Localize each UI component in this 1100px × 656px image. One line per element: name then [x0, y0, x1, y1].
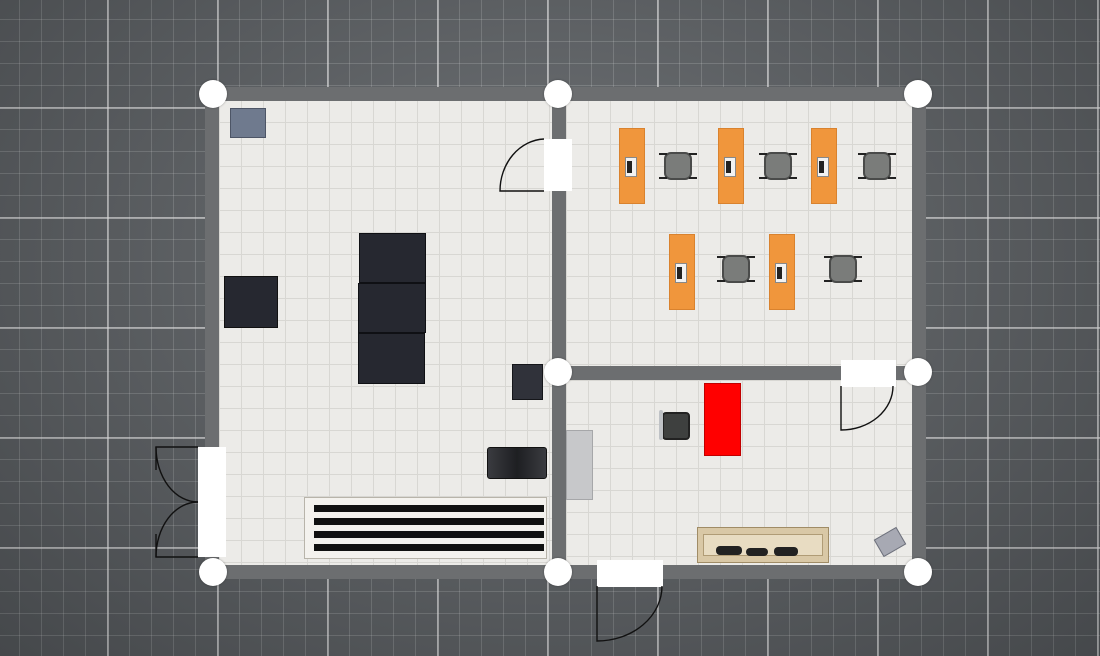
- door-swing-arc-icon: [155, 501, 199, 558]
- wall-corner-node-icon[interactable]: [904, 358, 932, 386]
- manager-desk[interactable]: [704, 383, 741, 456]
- desk-computer-icon[interactable]: [718, 128, 744, 204]
- grey-partition-panel[interactable]: [566, 430, 593, 500]
- wall-corner-node-icon[interactable]: [544, 80, 572, 108]
- desk-computer-icon[interactable]: [619, 128, 645, 204]
- dark-conference-table-1[interactable]: [359, 233, 426, 283]
- dark-cabinet-left[interactable]: [224, 276, 278, 328]
- desk-computer-icon[interactable]: [811, 128, 837, 204]
- wall-right[interactable]: [912, 87, 926, 579]
- manager-chair-icon[interactable]: [657, 407, 695, 445]
- sofa-icon[interactable]: [697, 527, 829, 563]
- storage-rack-icon[interactable]: [304, 497, 547, 559]
- wall-corner-node-icon[interactable]: [544, 358, 572, 386]
- small-cabinet[interactable]: [230, 108, 266, 138]
- office-chair-icon[interactable]: [717, 250, 755, 288]
- desk-computer-icon[interactable]: [669, 234, 695, 310]
- desk-computer-icon[interactable]: [769, 234, 795, 310]
- door-office-right[interactable]: [841, 360, 896, 387]
- door-swing-arc-icon: [155, 446, 199, 503]
- door-swing-arc-icon: [596, 585, 663, 642]
- wall-corner-node-icon[interactable]: [904, 80, 932, 108]
- wall-corner-node-icon[interactable]: [904, 558, 932, 586]
- door-office-bottom[interactable]: [597, 560, 663, 587]
- wall-corner-node-icon[interactable]: [199, 558, 227, 586]
- wall-corner-node-icon[interactable]: [199, 80, 227, 108]
- wall-corner-node-icon[interactable]: [544, 558, 572, 586]
- door-hall-to-workstation[interactable]: [544, 139, 572, 191]
- dark-bench[interactable]: [487, 447, 547, 479]
- double-door-left-entrance[interactable]: [198, 447, 226, 557]
- wall-middle-vertical[interactable]: [552, 87, 566, 579]
- office-chair-icon[interactable]: [759, 147, 797, 185]
- office-chair-icon[interactable]: [659, 147, 697, 185]
- dark-conference-table-2[interactable]: [358, 283, 426, 333]
- office-chair-icon[interactable]: [858, 147, 896, 185]
- office-chair-icon[interactable]: [824, 250, 862, 288]
- dark-stool[interactable]: [512, 364, 543, 400]
- dark-conference-table-3[interactable]: [358, 333, 425, 384]
- wall-office-divider[interactable]: [552, 366, 926, 380]
